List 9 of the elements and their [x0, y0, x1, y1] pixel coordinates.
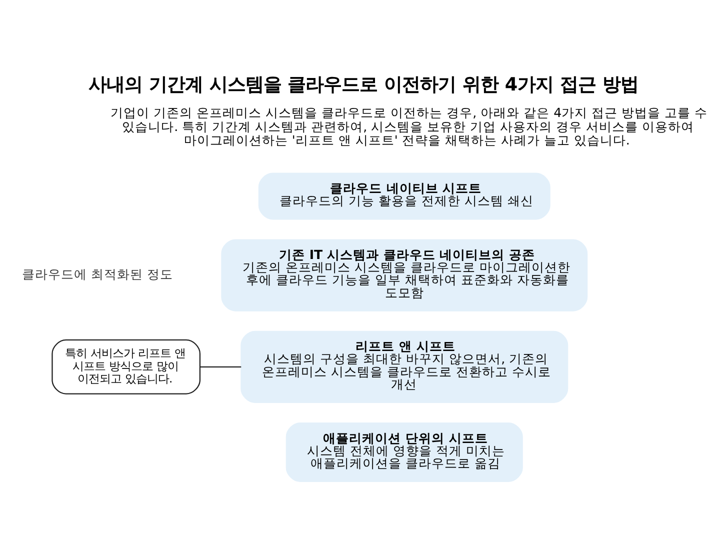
node-box: 특히 서비스가 리프트 앤 시프트 방식으로 많이 이전되고 있습니다.: [52, 339, 201, 394]
connector: [200, 366, 242, 368]
node-box: 기존 IT 시스템과 클라우드 네이티브의 공존 기존의 온프레미스 시스템을 클라우드로 마이그레이션한 후에 클라우드 기능을 일부 채택하여 표준화와 자동화를 도모함: [221, 239, 588, 312]
node-box: 클라우드 네이티브 시프트 클라우드의 기능 활용을 전제한 시스템 쇄신: [258, 172, 550, 220]
diagram-title: 사내의 기간계 시스템을 클라우드로 이전하기 위한 4가지 접근 방법: [88, 74, 638, 96]
label: 클라우드에 최적화된 정도: [22, 266, 173, 282]
node-box: 애플리케이션 단위의 시프트 시스템 전체에 영향을 적게 미치는 애플리케이션을 클라우드로 옮김: [286, 422, 523, 482]
node-box: 리프트 앤 시프트 시스템의 구성을 최대한 바꾸지 않으면서, 기존의 온프레미스 시스템을 클라우드로 전환하고 수시로 개선: [240, 330, 568, 403]
label: 기업이 기존의 온프레미스 시스템을 클라우드로 이전하는 경우, 아래와 같은 4가지 접근 방법을 고를 수 있습니다. 특히 기간계 시스템과 관련하여, 시스템을 보유한 기업 사용자의 경우 서비스를 이용하여 마이그레이션하는 '리프트 앤 시프트' 전략을 채택하는 사례가 늘고 있습니다.: [110, 105, 708, 148]
